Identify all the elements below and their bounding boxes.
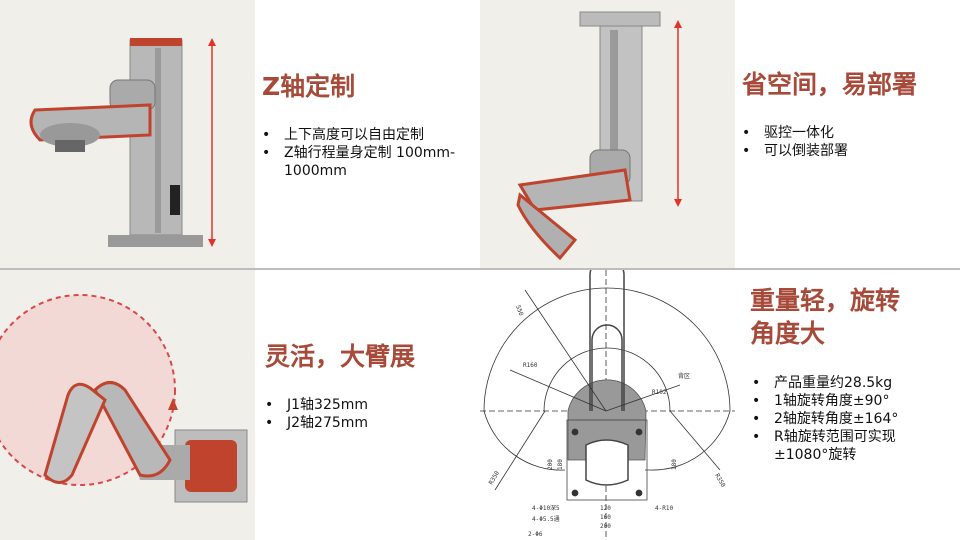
dim-label: 背区 [678,372,690,380]
bullet: J2轴275mm [265,414,475,432]
space-saving-bullets: 驱控一体化 可以倒装部署 [742,124,952,160]
horizontal-divider [0,268,960,270]
arm-reach-image [0,270,255,540]
bullet: 1轴旋转角度±90° [752,392,952,410]
dim-label: 120 [600,505,611,512]
section-title-z-axis: Z轴定制 [262,72,356,101]
lightweight-bullets: 产品重量约28.5kg 1轴旋转角度±90° 2轴旋转角度±164° R轴旋转范… [752,374,952,464]
bullet: 驱控一体化 [742,124,952,142]
z-axis-bullets: 上下高度可以自由定制 Z轴行程量身定制 100mm-1000mm [262,126,472,180]
bullet: Z轴行程量身定制 100mm-1000mm [262,144,472,180]
bullet: 上下高度可以自由定制 [262,126,472,144]
workspace-drawing: 550 R160 R102 背区 R350 R350 200 180 180 1… [480,270,735,540]
bullet: R轴旋转范围可实现 ±1080°旋转 [752,428,952,464]
arm-reach-illustration [0,294,248,503]
dim-label: 2-Φ6 [528,531,543,538]
z-axis-robot-image [0,0,255,268]
workspace-diagram: 550 R160 R102 背区 R350 R350 200 180 180 1… [480,270,735,540]
section-title-space-saving: 省空间，易部署 [742,70,918,99]
title-line: 角度大 [750,319,826,348]
bullet: J1轴325mm [265,396,475,414]
section-title-lightweight: 重量轻，旋转 角度大 [750,284,900,350]
dim-label: 200 [600,523,611,530]
dim-label: 4-Φ10深5 [532,504,560,512]
section-title-reach: 灵活，大臂展 [265,342,416,371]
bullet: 2轴旋转角度±164° [752,410,952,428]
dim-label: 4-R10 [655,505,673,512]
dim-label: 200 [547,459,554,470]
dim-label: 180 [671,459,678,470]
dim-label: 550 [514,304,524,317]
dim-label: 160 [600,514,611,521]
scara-robot-illustration [29,38,216,247]
title-line: 重量轻，旋转 [750,286,901,315]
reach-bullets: J1轴325mm J2轴275mm [265,396,475,432]
dim-label: 4-Φ5.5通 [532,515,560,523]
dim-label: R350 [713,473,726,489]
inverted-robot-image [480,0,735,268]
bullet: 产品重量约28.5kg [752,374,952,392]
bullet: 可以倒装部署 [742,142,952,160]
dim-label: 180 [557,459,564,470]
dim-label: R102 [652,389,667,396]
inverted-scara-illustration [516,11,682,261]
dim-label: R160 [523,362,538,369]
